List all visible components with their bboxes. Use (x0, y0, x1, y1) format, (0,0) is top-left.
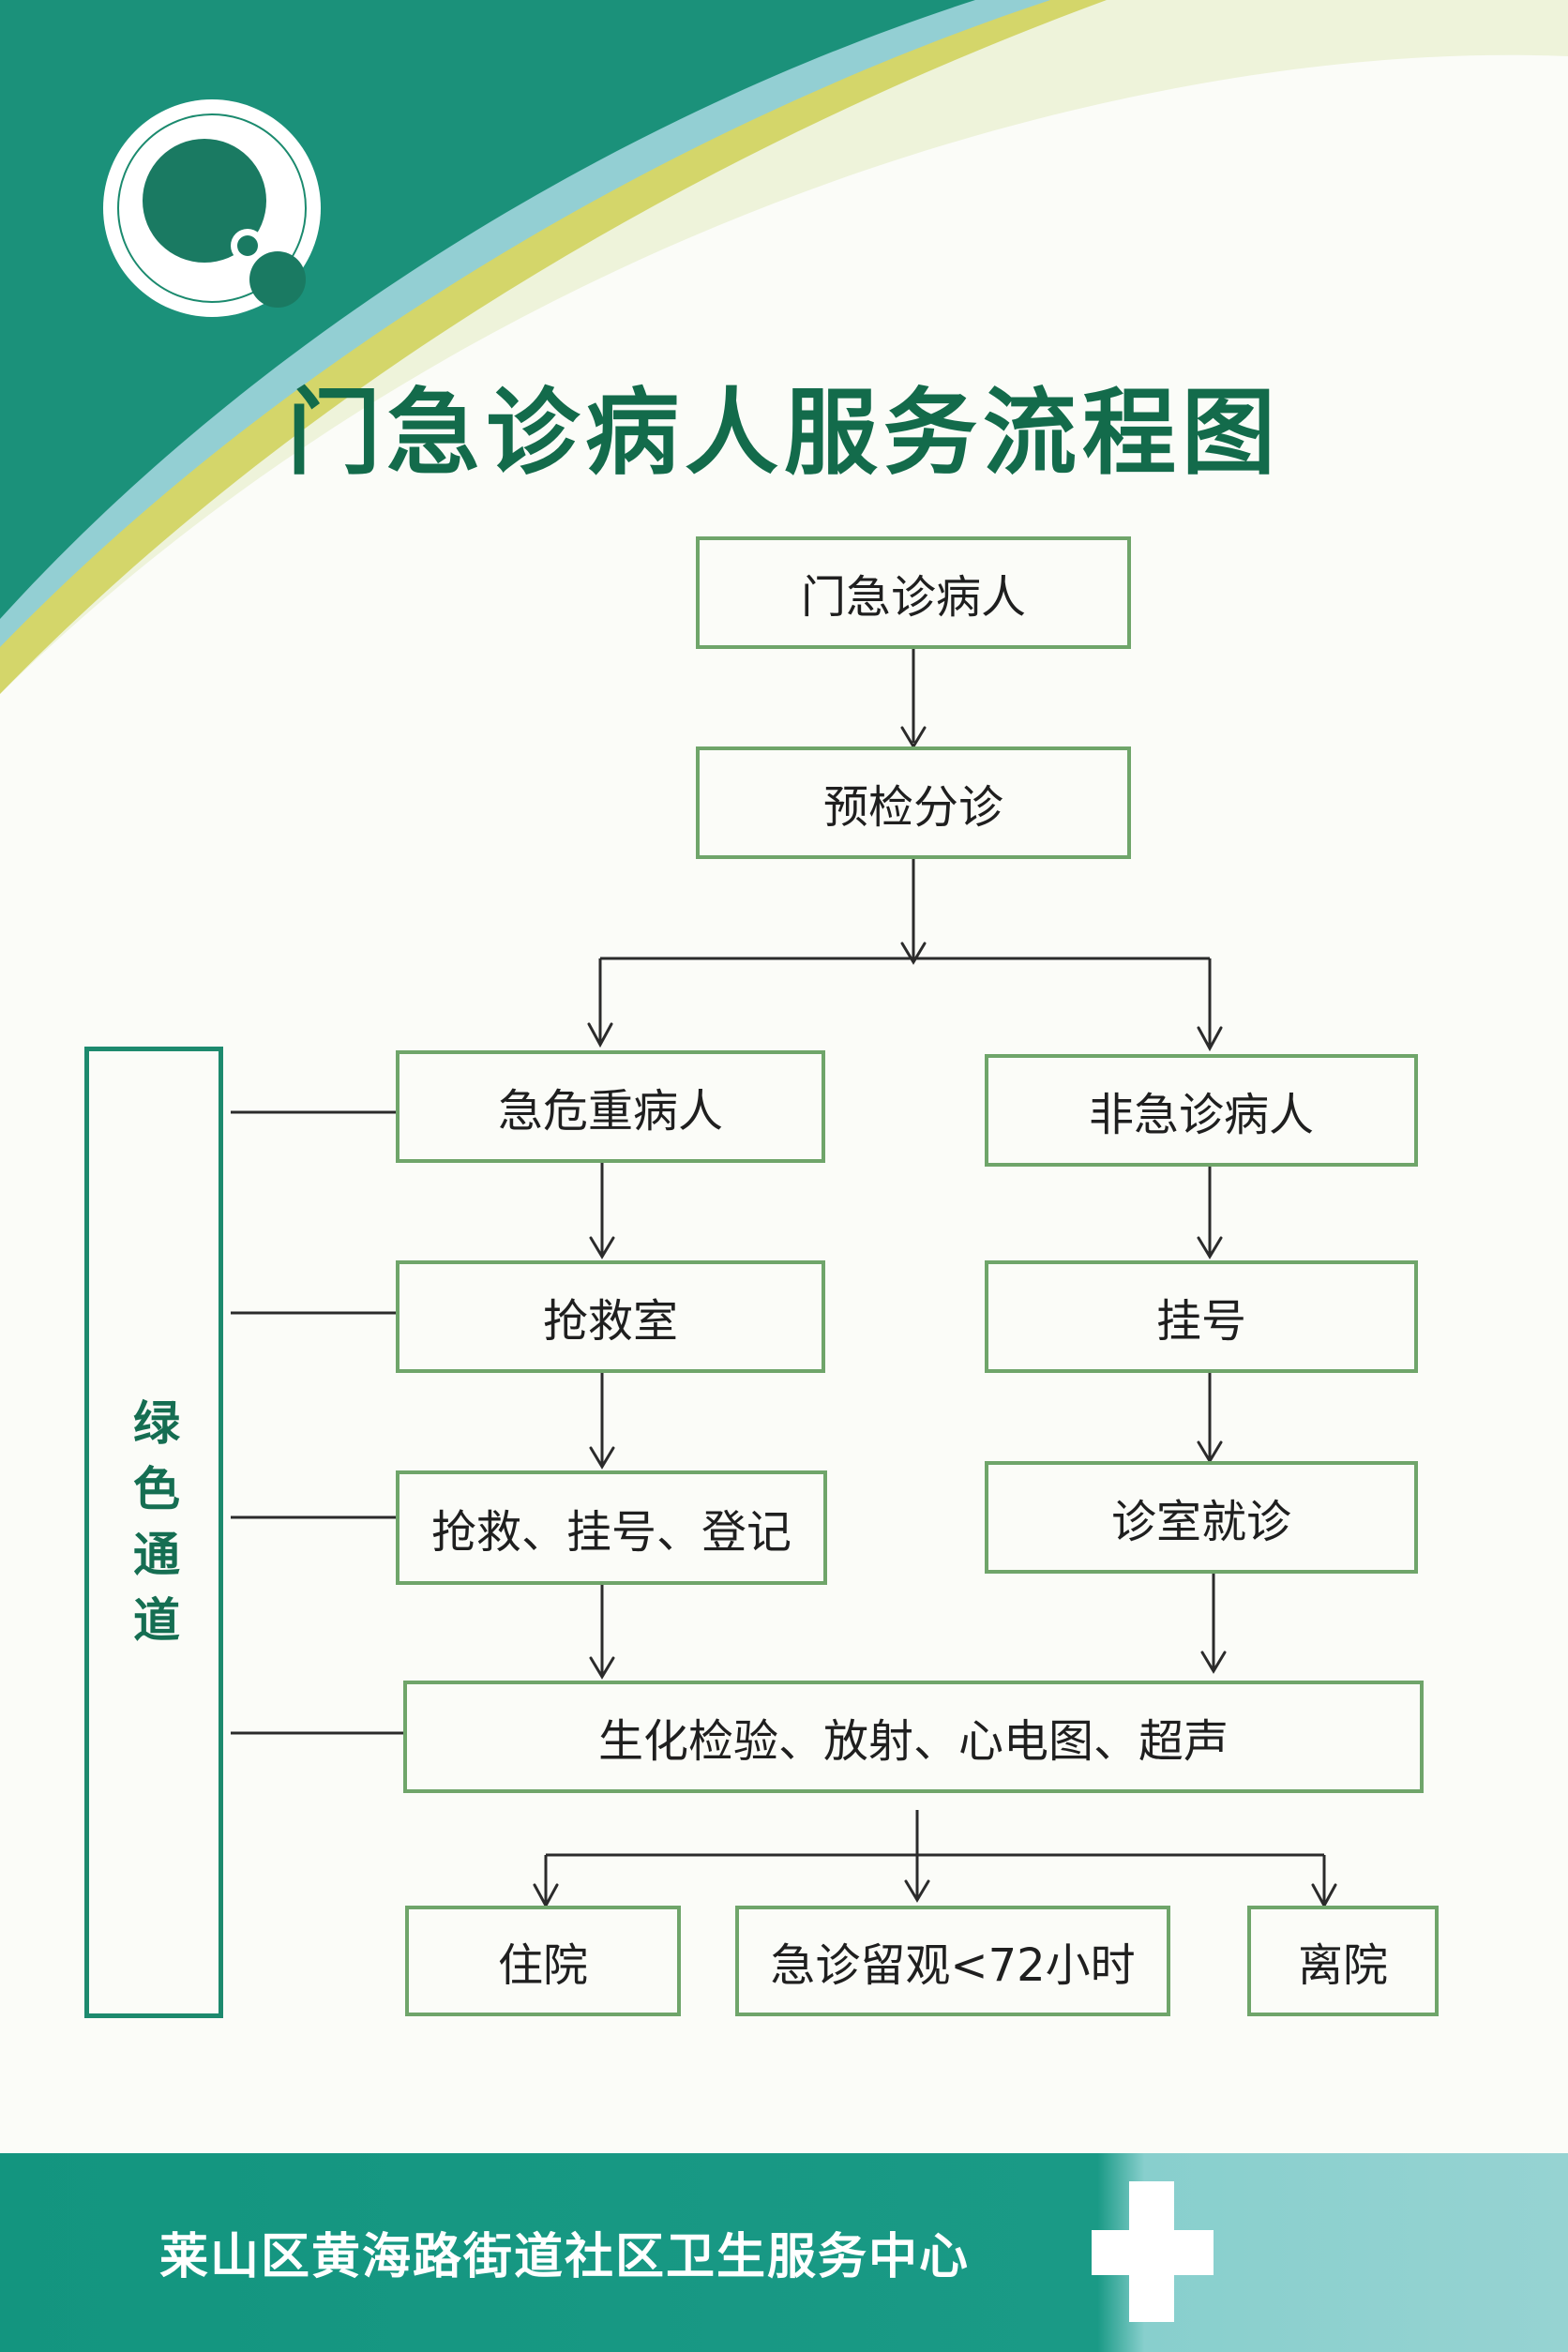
node-hospitalize-label: 住院 (497, 1939, 588, 1992)
node-non-emergency: 非急诊病人 (985, 1054, 1418, 1167)
node-registration-label: 挂号 (1155, 1295, 1246, 1348)
node-triage: 预检分诊 (696, 746, 1131, 859)
node-rescue-register: 抢救、挂号、登记 (396, 1470, 827, 1585)
node-hospitalize: 住院 (405, 1906, 681, 2016)
footer-organization: 莱山区黄海路街道社区卫生服务中心 (159, 2228, 971, 2285)
node-observation-label: 急诊留观<72小时 (770, 1939, 1136, 1992)
footer-bar: 莱山区黄海路街道社区卫生服务中心 (0, 2153, 1568, 2352)
node-registration: 挂号 (985, 1260, 1418, 1373)
node-discharge: 离院 (1247, 1906, 1439, 2016)
node-patient-label: 门急诊病人 (800, 571, 1026, 624)
page-title: 门急诊病人服务流程图 (287, 377, 1281, 488)
node-rescue-register-label: 抢救、挂号、登记 (430, 1506, 792, 1559)
node-consultation-label: 诊室就诊 (1110, 1496, 1291, 1548)
flow-connectors (231, 649, 1326, 1904)
node-rescue-room-label: 抢救室 (542, 1295, 678, 1348)
node-critical-label: 急危重病人 (497, 1085, 723, 1138)
medical-cross-icon (1092, 2181, 1214, 2322)
node-observation: 急诊留观<72小时 (735, 1906, 1170, 2016)
node-discharge-label: 离院 (1297, 1939, 1388, 1992)
node-exams-label: 生化检验、放射、心电图、超声 (597, 1715, 1229, 1768)
node-non-emergency-label: 非急诊病人 (1088, 1089, 1314, 1141)
node-triage-label: 预检分诊 (822, 781, 1003, 834)
green-channel-box: 绿色通道 (84, 1047, 223, 2018)
node-critical: 急危重病人 (396, 1050, 825, 1163)
logo-icon (103, 99, 321, 317)
node-consultation: 诊室就诊 (985, 1461, 1418, 1574)
node-exams: 生化检验、放射、心电图、超声 (403, 1681, 1424, 1793)
node-patient: 门急诊病人 (696, 536, 1131, 649)
node-rescue-room: 抢救室 (396, 1260, 825, 1373)
green-channel-label: 绿色通道 (126, 1398, 180, 1661)
